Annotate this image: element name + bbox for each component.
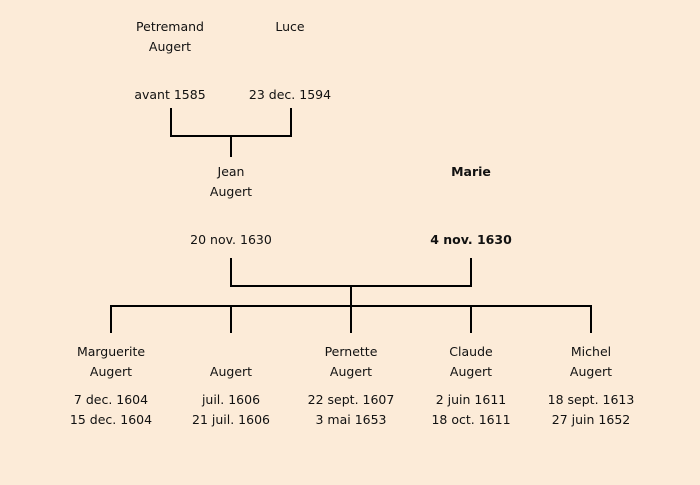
connector-line	[230, 305, 232, 333]
person-jean[interactable]: Jean Augert	[166, 162, 296, 202]
person-petremand[interactable]: Petremand Augert	[105, 17, 235, 57]
first-name: Pernette	[324, 344, 378, 359]
first-name: Jean	[217, 164, 245, 179]
last-name: Augert	[569, 364, 613, 379]
child-3[interactable]: Claude Augert 2 juin 1611 18 oct. 1611	[406, 342, 536, 430]
connector-line	[470, 258, 472, 287]
connector-line	[470, 305, 472, 333]
first-name: Michel	[570, 344, 612, 359]
date-marie: 4 nov. 1630	[430, 232, 512, 247]
child-1[interactable]: Augert juil. 1606 21 juil. 1606	[166, 342, 296, 430]
death-date: 18 oct. 1611	[431, 412, 511, 427]
connector-line	[230, 258, 232, 287]
person-marie[interactable]: Marie	[406, 162, 536, 182]
person-luce[interactable]: Luce	[225, 17, 355, 37]
connector-line	[590, 305, 592, 333]
connector-line	[350, 285, 352, 307]
connector-line	[290, 108, 292, 137]
birth-date: 2 juin 1611	[435, 392, 507, 407]
connector-line	[170, 108, 172, 137]
child-0[interactable]: Marguerite Augert 7 dec. 1604 15 dec. 16…	[46, 342, 176, 430]
birth-date: 18 sept. 1613	[547, 392, 635, 407]
last-name: Augert	[209, 184, 253, 199]
last-name: Augert	[449, 364, 493, 379]
child-4[interactable]: Michel Augert 18 sept. 1613 27 juin 1652	[526, 342, 656, 430]
connector-line	[110, 305, 112, 333]
last-name: Augert	[329, 364, 373, 379]
connector-line	[350, 305, 352, 333]
first-name: Marie	[451, 164, 491, 179]
birth-date: 22 sept. 1607	[307, 392, 395, 407]
last-name: Augert	[209, 364, 253, 379]
child-2[interactable]: Pernette Augert 22 sept. 1607 3 mai 1653	[286, 342, 416, 430]
connector-line	[230, 135, 232, 157]
first-name: Petremand	[136, 19, 204, 34]
first-name: Claude	[449, 344, 493, 359]
last-name: Augert	[148, 39, 192, 54]
date-petremand: avant 1585	[134, 87, 206, 102]
first-name	[166, 342, 296, 362]
date-luce: 23 dec. 1594	[248, 87, 332, 102]
last-name: Augert	[89, 364, 133, 379]
first-name: Luce	[275, 19, 305, 34]
birth-date: 7 dec. 1604	[73, 392, 149, 407]
first-name: Marguerite	[76, 344, 146, 359]
date-jean: 20 nov. 1630	[190, 232, 272, 247]
death-date: 3 mai 1653	[315, 412, 387, 427]
death-date: 15 dec. 1604	[69, 412, 153, 427]
death-date: 27 juin 1652	[551, 412, 631, 427]
death-date: 21 juil. 1606	[192, 412, 270, 427]
birth-date: juil. 1606	[201, 392, 261, 407]
